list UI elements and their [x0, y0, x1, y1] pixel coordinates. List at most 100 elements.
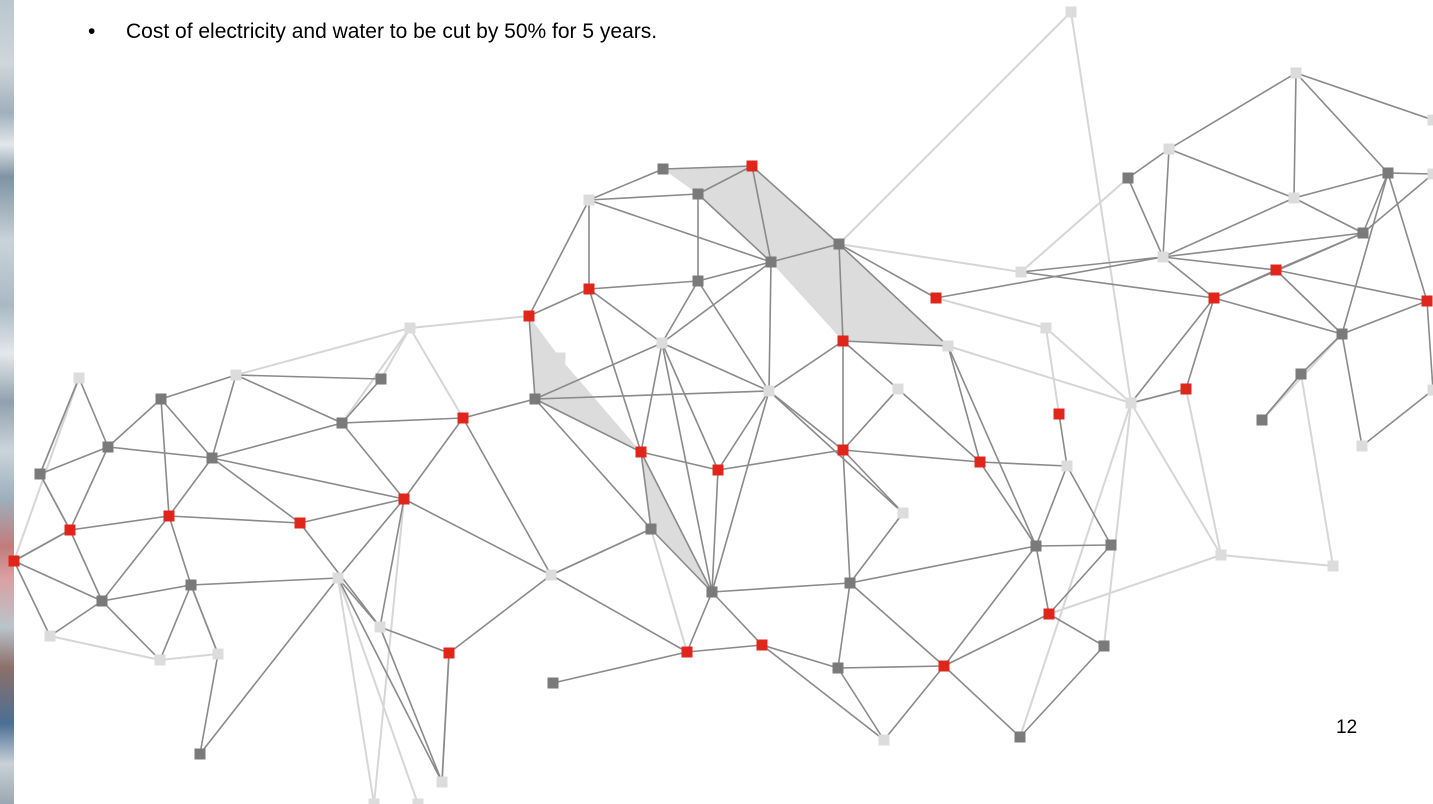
network-node-light [1356, 440, 1368, 452]
network-node-dark [645, 523, 657, 535]
network-edge [448, 574, 552, 654]
network-edge [168, 515, 301, 524]
network-node-red [837, 335, 849, 347]
network-node-dark [692, 275, 704, 287]
network-node-dark [692, 188, 704, 200]
network-edge [78, 377, 109, 448]
network-edge [588, 168, 664, 201]
network-node-dark [706, 586, 718, 598]
network-edge [697, 193, 772, 263]
network-edge-light [838, 11, 1072, 245]
network-edge [842, 388, 899, 451]
network-edge [1162, 148, 1170, 258]
network-edge [661, 342, 770, 392]
network-edge [979, 461, 1068, 467]
photo-strip [0, 0, 14, 804]
network-edge [1213, 297, 1343, 335]
network-edge-light [1130, 402, 1222, 556]
bullet-item: •Cost of electricity and water to be cut… [88, 20, 657, 44]
network-edge [462, 417, 552, 576]
network-edge [1127, 148, 1170, 179]
network-edge [761, 644, 839, 669]
network-node-red [523, 310, 535, 322]
network-edge [211, 374, 237, 459]
network-edge [341, 378, 382, 424]
network-node-red [938, 660, 950, 672]
network-edge-light [1220, 554, 1334, 567]
network-edge [69, 446, 109, 531]
network-edge-light [1045, 327, 1060, 415]
network-edge [1048, 613, 1105, 647]
network-edge [1293, 197, 1364, 234]
network-edge [13, 560, 51, 637]
network-edge-light [1019, 402, 1132, 738]
network-edge [1361, 389, 1433, 447]
network-edge [1185, 297, 1215, 390]
network-edge-light [947, 345, 1132, 404]
network-node-red [1043, 608, 1055, 620]
network-node-dark [336, 417, 348, 429]
network-node-red [681, 646, 693, 658]
network-node-light [1061, 460, 1073, 472]
network-node-dark [657, 163, 669, 175]
network-edge [768, 261, 772, 392]
network-edge [107, 398, 162, 448]
network-edge [337, 577, 381, 628]
network-edge [160, 398, 170, 517]
network-edge [528, 315, 536, 400]
network-edge [211, 457, 301, 524]
network-edge-light [1048, 554, 1222, 615]
network-edge-light [838, 243, 1022, 273]
network-edge [1295, 72, 1389, 174]
network-node-red [294, 517, 306, 529]
network-edge [770, 243, 840, 263]
network-edge [168, 515, 192, 586]
network-edge [947, 345, 1037, 547]
network-edge [1020, 256, 1164, 273]
network-edge-light [159, 653, 219, 661]
network-edge [661, 280, 699, 344]
network-node-light [1015, 266, 1027, 278]
network-edge [534, 342, 663, 400]
network-edge [837, 665, 945, 669]
shaded-region [663, 166, 771, 262]
network-edge [1020, 271, 1215, 299]
network-edge [849, 545, 1037, 584]
network-node-red [746, 160, 758, 172]
network-edge [403, 498, 552, 576]
network-node-light [1427, 384, 1433, 396]
network-node-dark [206, 452, 218, 464]
network-edge-light [1185, 388, 1222, 556]
network-node-dark [375, 373, 387, 385]
network-node-light [763, 385, 775, 397]
network-node-light [1157, 251, 1169, 263]
network-edge [1300, 333, 1343, 375]
network-edge [697, 165, 753, 195]
network-edge-light [235, 327, 411, 376]
network-edge [190, 584, 219, 655]
network-edge [341, 422, 405, 500]
network-edge [1058, 413, 1068, 467]
network-edge [211, 422, 343, 459]
network-node-light [1427, 114, 1433, 126]
network-node-light [230, 369, 242, 381]
network-edge [534, 398, 652, 530]
network-edge [1213, 269, 1277, 299]
network-node-red [1208, 292, 1220, 304]
network-node-dark [1105, 539, 1117, 551]
network-node-dark [1098, 640, 1110, 652]
network-node-dark [833, 238, 845, 250]
network-edge [943, 665, 1021, 738]
network-edge-light [13, 377, 80, 562]
network-edge [842, 340, 899, 390]
network-edge [190, 577, 339, 586]
network-edge [199, 577, 339, 755]
network-edge [13, 529, 71, 562]
network-edge-light [1103, 402, 1132, 647]
network-edge [1130, 388, 1187, 404]
network-edge [39, 377, 80, 475]
bullet-marker: • [88, 20, 96, 43]
network-edge [979, 461, 1037, 547]
network-node-dark [1256, 414, 1268, 426]
